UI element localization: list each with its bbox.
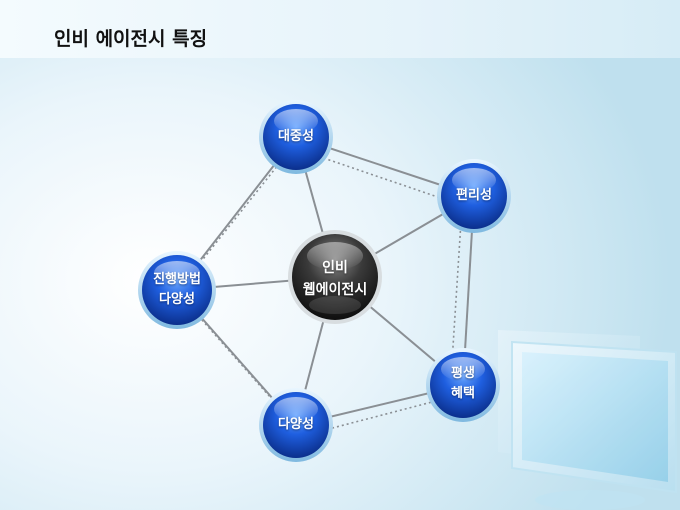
node-top-label: 대중성 xyxy=(259,127,333,147)
monitor-icon xyxy=(498,330,677,510)
node-bottom-text: 다양성 xyxy=(278,417,314,432)
center-label: 인비 웹에이전시 xyxy=(289,257,381,301)
node-bottom-right-line2: 혜택 xyxy=(451,386,475,401)
center-sphere xyxy=(288,230,382,324)
node-right-sphere xyxy=(437,159,511,233)
node-left-line1: 진행방법 xyxy=(153,272,201,287)
title-bar xyxy=(0,0,680,58)
node-right-text: 편리성 xyxy=(456,188,492,203)
node-left-line2: 다양성 xyxy=(159,292,195,307)
node-bottom-right-sphere xyxy=(426,348,500,422)
node-bottom-right-line1: 평생 xyxy=(451,366,475,381)
node-bottom-sphere xyxy=(259,388,333,462)
node-bottom-label: 다양성 xyxy=(259,415,333,435)
node-right-label: 편리성 xyxy=(437,186,511,206)
page-title: 인비 에이전시 특징 xyxy=(54,28,208,50)
node-top-text: 대중성 xyxy=(278,129,314,144)
node-bottom-right-label: 평생 혜택 xyxy=(426,364,500,404)
node-left-label: 진행방법 다양성 xyxy=(137,270,217,310)
center-line2: 웹에이전시 xyxy=(302,282,368,298)
node-left-sphere xyxy=(138,251,216,329)
center-line1: 인비 xyxy=(322,260,348,276)
node-top-sphere xyxy=(259,100,333,174)
